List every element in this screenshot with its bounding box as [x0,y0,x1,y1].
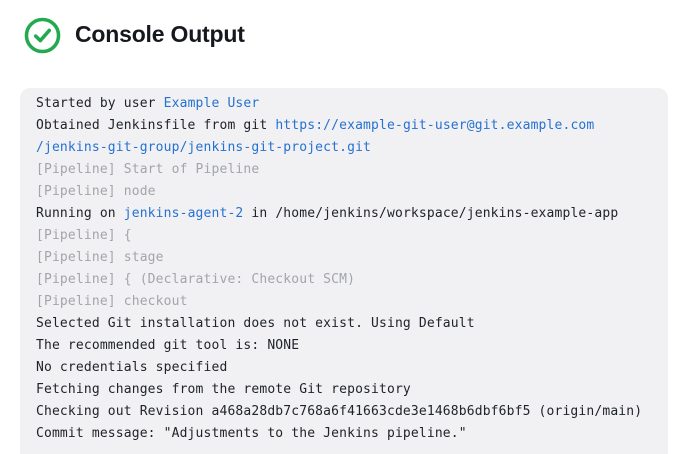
console-link[interactable]: https://example-git-user@git.example.com [275,118,595,133]
console-line: Selected Git installation does not exist… [36,313,652,335]
console-line: Obtained Jenkinsfile from git https://ex… [36,115,652,137]
console-text: [Pipeline] stage [36,250,164,265]
console-text: [Pipeline] { (Declarative: Checkout SCM) [36,272,356,287]
console-line: Fetching changes from the remote Git rep… [36,379,652,401]
console-line: The recommended git tool is: NONE [36,335,652,357]
console-line: [Pipeline] node [36,181,652,203]
page-title: Console Output [75,21,245,47]
console-link[interactable]: Example User [163,96,260,111]
console-text: Running on [36,206,124,221]
console-text: [Pipeline] node [36,184,156,199]
console-text: Selected Git installation does not exist… [36,316,475,331]
console-text: Commit message: "Adjustments to the Jenk… [36,426,467,441]
console-line: [Pipeline] { [36,225,652,247]
console-link[interactable]: /jenkins-git-group/jenkins-git-project.g… [36,140,372,155]
console-line: [Pipeline] checkout [36,291,652,313]
console-line: [Pipeline] { (Declarative: Checkout SCM) [36,269,652,291]
check-circle-icon [24,17,61,54]
console-line: Commit message: "Adjustments to the Jenk… [36,423,652,445]
console-line: Checking out Revision a468a28db7c768a6f4… [36,401,652,423]
console-text: Started by user [36,96,164,111]
page-header: Console Output [0,0,686,56]
console-text: in /home/jenkins/workspace/jenkins-examp… [243,206,619,221]
console-text: Fetching changes from the remote Git rep… [36,382,411,397]
console-text: Obtained Jenkinsfile from git [36,118,276,133]
console-line: Running on jenkins-agent-2 in /home/jenk… [36,203,652,225]
console-line: [Pipeline] stage [36,247,652,269]
console-link[interactable]: jenkins-agent-2 [123,206,244,221]
console-text: No credentials specified [36,360,228,375]
console-text: [Pipeline] { [36,228,132,243]
console-line: /jenkins-git-group/jenkins-git-project.g… [36,137,652,159]
console-text: [Pipeline] Start of Pipeline [36,162,260,177]
console-text: The recommended git tool is: NONE [36,338,300,353]
console-line: [Pipeline] Start of Pipeline [36,159,652,181]
console-text: Checking out Revision a468a28db7c768a6f4… [36,404,643,419]
console-text: [Pipeline] checkout [36,294,188,309]
console-line: No credentials specified [36,357,652,379]
console-line: Started by user Example User [36,93,652,115]
